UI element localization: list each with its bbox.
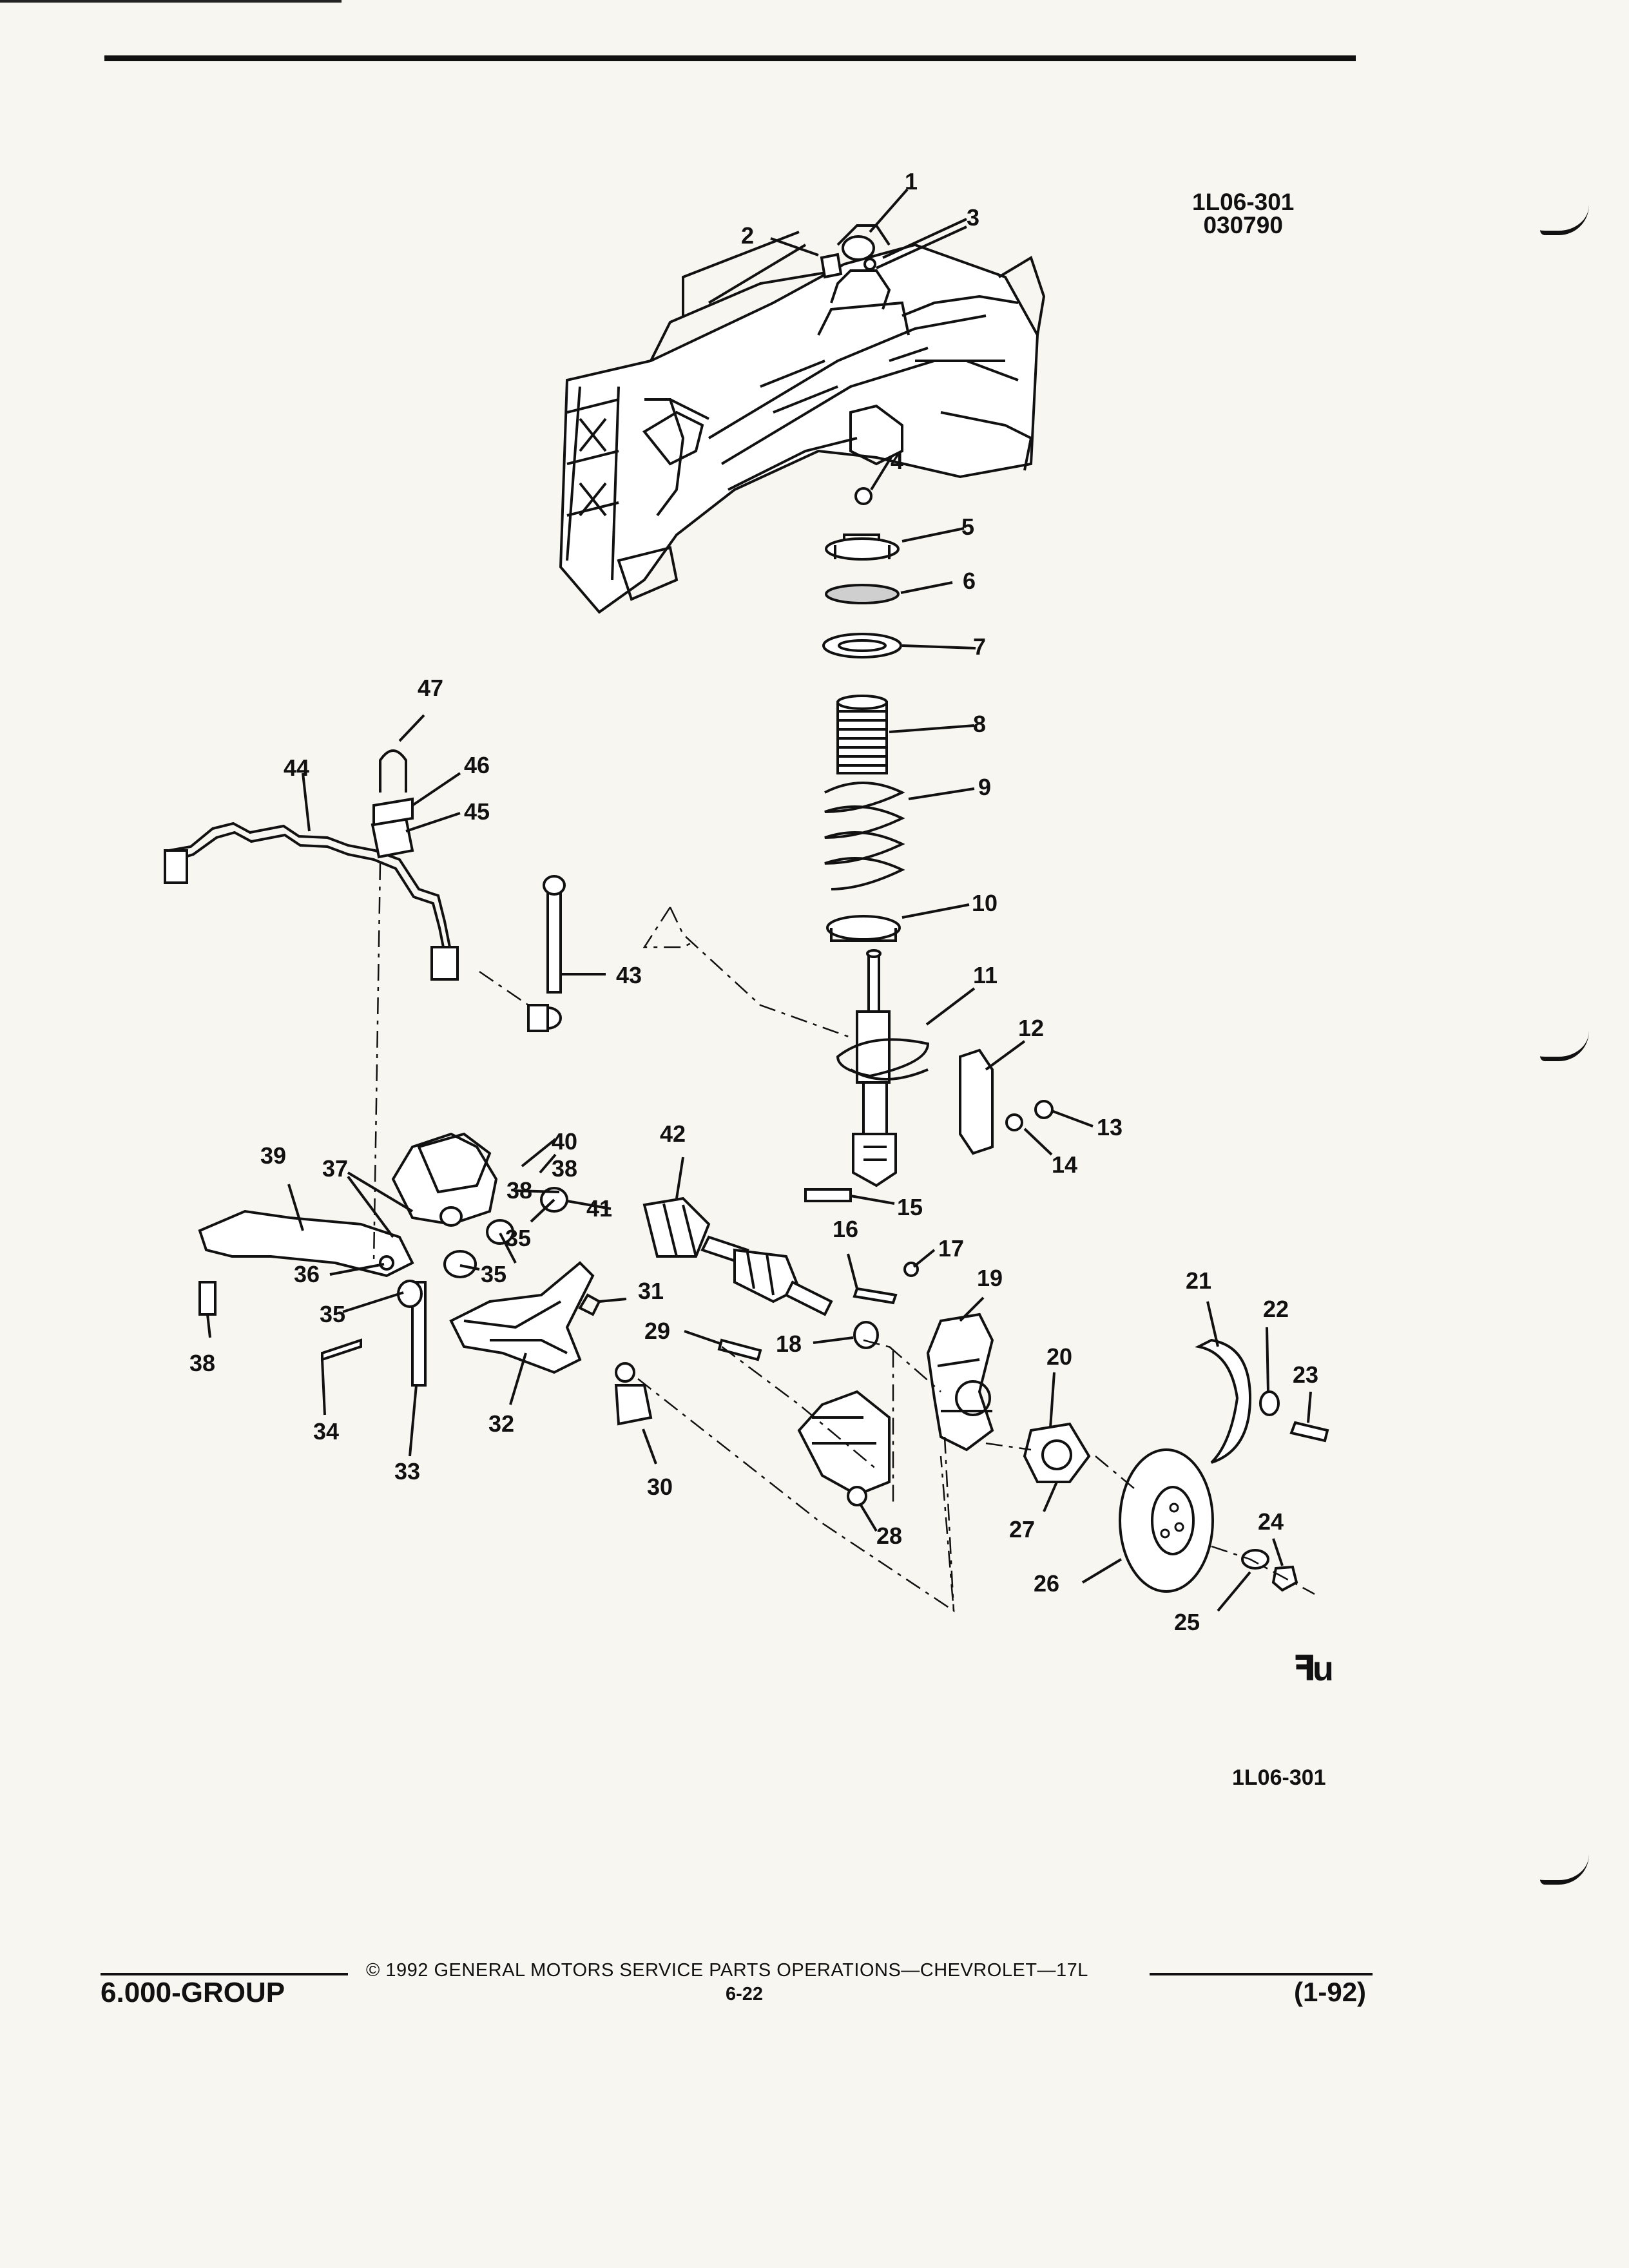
scan-edge-line: [0, 0, 342, 3]
binder-hole-mark: [1540, 1031, 1589, 1061]
callout-41: 41: [586, 1195, 612, 1222]
callout-42: 42: [660, 1120, 686, 1147]
callout-5: 5: [961, 514, 974, 540]
callout-36: 36: [294, 1261, 320, 1287]
footer-rule-left: [101, 1973, 348, 1975]
callout-31: 31: [638, 1278, 664, 1304]
callout-27: 27: [1009, 1516, 1035, 1542]
callout-22: 22: [1263, 1296, 1289, 1322]
callout-25: 25: [1174, 1609, 1200, 1635]
callout-39: 39: [260, 1142, 286, 1169]
top-mount-parts: [820, 235, 876, 505]
callout-45: 45: [464, 798, 490, 825]
callout-29: 29: [644, 1318, 670, 1344]
assembly-reference-lines: [372, 863, 1315, 1613]
stabilizer-bar-assembly: [164, 749, 566, 1032]
callout-47: 47: [418, 675, 443, 701]
callout-8: 8: [973, 711, 986, 737]
strut-spring-stack: [804, 533, 1054, 1202]
callout-leaders: [206, 188, 1312, 1612]
callout-23: 23: [1293, 1361, 1318, 1388]
callout-35-upper: 35: [505, 1225, 531, 1251]
callout-10: 10: [972, 890, 998, 916]
callout-2: 2: [741, 222, 754, 249]
binder-hole-mark: [1540, 1854, 1589, 1885]
copyright-notice: © 1992 GENERAL MOTORS SERVICE PARTS OPER…: [366, 1960, 1088, 1981]
callout-30: 30: [647, 1474, 673, 1500]
callout-28: 28: [876, 1523, 902, 1549]
callout-32: 32: [488, 1410, 514, 1437]
callout-1: 1: [905, 168, 918, 195]
knuckle-hub-brake: [717, 1262, 1329, 1593]
revision-date: (1-92): [1294, 1977, 1367, 2007]
callout-6: 6: [963, 568, 976, 594]
callout-44: 44: [284, 754, 309, 781]
drive-axle: [642, 1196, 833, 1316]
callout-3: 3: [967, 204, 979, 231]
figure-date-code: 030790: [1203, 212, 1283, 238]
callout-35-lower: 35: [320, 1301, 345, 1327]
group-label: 6.000-GROUP: [101, 1977, 285, 2008]
callout-38-left: 38: [189, 1350, 215, 1376]
figure-code-bottom: 1L06-301: [1232, 1765, 1326, 1790]
callout-33: 33: [394, 1458, 420, 1485]
callout-40: 40: [552, 1128, 577, 1155]
lower-arm-cradle: [198, 1132, 653, 1426]
callout-7: 7: [973, 633, 986, 660]
callout-24: 24: [1258, 1508, 1284, 1535]
page-number: 6-22: [726, 1984, 764, 2004]
callout-20: 20: [1046, 1343, 1072, 1370]
callout-19: 19: [977, 1265, 1003, 1291]
callout-9: 9: [978, 774, 991, 800]
callout-14: 14: [1052, 1151, 1077, 1178]
figure-code: 1L06-301: [1192, 189, 1295, 215]
callout-38-right: 38: [506, 1177, 532, 1204]
binder-hole-mark: [1540, 205, 1589, 235]
callout-17: 17: [938, 1235, 964, 1262]
callout-21: 21: [1186, 1267, 1211, 1294]
footer-rule-right: [1150, 1973, 1373, 1975]
callout-37: 37: [322, 1155, 348, 1182]
figure-code-block: 1L06-301 030790: [1192, 189, 1295, 238]
callout-11: 11: [973, 962, 998, 988]
callout-13: 13: [1097, 1114, 1123, 1140]
callout-26: 26: [1034, 1570, 1059, 1597]
callout-35-mid: 35: [481, 1261, 506, 1287]
callout-38-upper: 38: [552, 1155, 577, 1182]
callout-16: 16: [833, 1216, 858, 1242]
callout-46: 46: [464, 752, 490, 778]
callout-12: 12: [1018, 1015, 1044, 1041]
header-rule: [104, 55, 1356, 61]
callout-numbers: 1 2 3 4 5 6 7 8 9 10 11 12 13 14 15 16 1…: [189, 168, 1318, 1635]
callout-18: 18: [776, 1331, 802, 1357]
callout-15: 15: [897, 1194, 923, 1220]
callout-43: 43: [616, 962, 642, 988]
callout-4: 4: [891, 448, 903, 474]
callout-34: 34: [313, 1418, 339, 1445]
body-frame-illustration: [559, 224, 1046, 614]
gm-spo-logo: ꟻu: [1293, 1649, 1334, 1688]
